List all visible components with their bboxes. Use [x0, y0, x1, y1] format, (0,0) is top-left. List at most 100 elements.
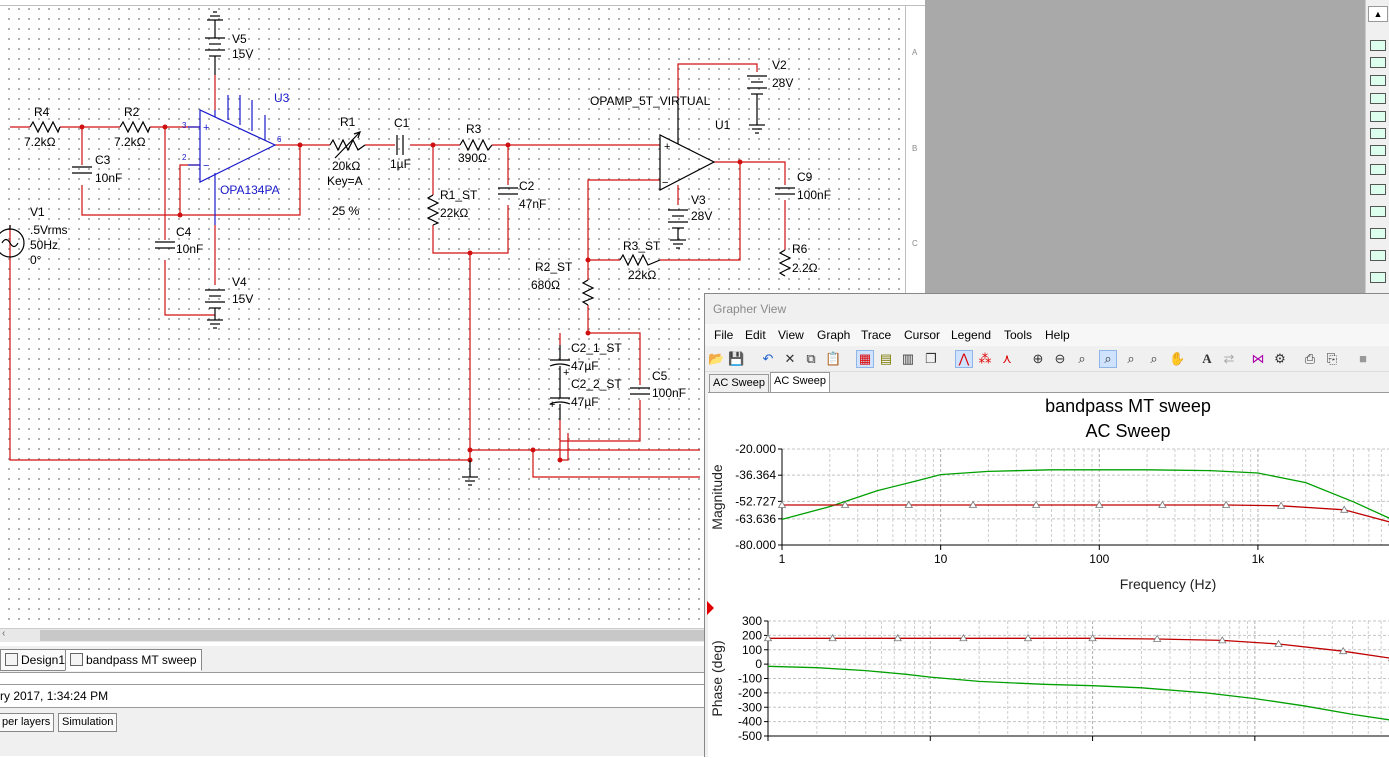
zoom-y-icon[interactable]: ⌕	[1146, 351, 1162, 367]
u1-ref: U1	[715, 118, 731, 132]
border-letter-a: A	[912, 48, 917, 57]
wattmeter-icon[interactable]	[1370, 75, 1386, 86]
four-channel-oscilloscope-icon[interactable]	[1370, 111, 1386, 122]
legend-icon[interactable]: ▤	[878, 351, 894, 367]
spectrum-analyzer-icon[interactable]	[1370, 272, 1386, 283]
iv-analyzer-icon[interactable]	[1370, 228, 1386, 239]
v4-value: 15V	[232, 292, 253, 306]
oscilloscope-icon[interactable]	[1370, 93, 1386, 104]
c3-ref: C3	[95, 153, 111, 167]
show-lines-icon[interactable]: ⋀	[955, 350, 973, 368]
c2-value: 47nF	[519, 197, 546, 211]
resistor-r3st	[620, 255, 660, 265]
menu-trace[interactable]: Trace	[861, 328, 891, 342]
menu-edit[interactable]: Edit	[745, 328, 766, 342]
menu-graph[interactable]: Graph	[817, 328, 850, 342]
horizontal-scrollbar[interactable]: ‹	[0, 628, 705, 642]
sheet-top-border	[0, 5, 925, 6]
series-line	[768, 638, 1389, 658]
copy-icon[interactable]: ⧉	[803, 351, 819, 367]
c4-ref: C4	[176, 225, 192, 239]
export-icon[interactable]: ⇄	[1221, 351, 1237, 367]
tab-design1[interactable]: Design1	[0, 649, 70, 671]
y-tick-label: -100	[738, 672, 762, 686]
properties-icon[interactable]: ⚙	[1272, 351, 1288, 367]
print-preview-icon[interactable]: ⎘	[1324, 351, 1340, 367]
grid-icon[interactable]: ▦	[856, 350, 874, 368]
instruments-toolbar: ▲	[1365, 0, 1389, 295]
r3st-ref: R3_ST	[623, 239, 661, 253]
scroll-up-icon[interactable]: ▲	[1368, 6, 1388, 22]
v3-ref: V3	[691, 193, 706, 207]
svg-text:+: +	[563, 367, 569, 379]
tab-ac-sweep-1[interactable]: AC Sweep	[709, 374, 769, 393]
y-tick-label: 300	[742, 614, 762, 628]
multimeter-icon[interactable]	[1370, 40, 1386, 51]
scrollbar-thumb[interactable]	[40, 630, 705, 641]
status-line: ry 2017, 1:34:24 PM	[0, 684, 705, 708]
y-tick-label: -500	[738, 729, 762, 743]
v2-value: 28V	[772, 76, 793, 90]
u3-ref: U3	[274, 91, 290, 105]
save-icon[interactable]: 💾	[728, 351, 744, 367]
y-tick-label: -36.364	[735, 468, 776, 482]
y-tick-label: -52.727	[735, 494, 776, 508]
menu-help[interactable]: Help	[1045, 328, 1070, 342]
function-generator-icon[interactable]	[1370, 57, 1386, 68]
v4-ref: V4	[232, 275, 247, 289]
resistor-r2	[120, 122, 150, 132]
x-tick-label: 1	[779, 552, 786, 566]
zoom-out-icon[interactable]: ⊖	[1052, 351, 1068, 367]
text-label-icon[interactable]: A	[1199, 351, 1215, 367]
menu-legend[interactable]: Legend	[951, 328, 991, 342]
scroll-left-icon[interactable]: ‹	[2, 628, 5, 639]
cursors-icon[interactable]: ▥	[900, 351, 916, 367]
svg-text:−: −	[203, 160, 209, 172]
cut-icon[interactable]: ✕	[782, 351, 798, 367]
r1-value: 20kΩ	[332, 159, 360, 173]
pan-icon[interactable]: ✋	[1169, 351, 1185, 367]
menu-file[interactable]: File	[714, 328, 733, 342]
add-trace-icon[interactable]: ⋈	[1250, 351, 1266, 367]
distortion-analyzer-icon[interactable]	[1370, 250, 1386, 261]
zoom-full-icon[interactable]: ⌕	[1099, 350, 1117, 368]
y-tick-label: -63.636	[735, 512, 776, 526]
y-tick-label: -80.000	[735, 538, 776, 552]
series-line	[782, 505, 1389, 523]
word-generator-icon[interactable]	[1370, 164, 1386, 175]
zoom-in-icon[interactable]: ⊕	[1030, 351, 1046, 367]
logic-analyzer-icon[interactable]	[1370, 206, 1386, 217]
stop-icon[interactable]: ■	[1355, 351, 1371, 367]
tab-label: per layers	[2, 716, 50, 728]
show-markers-icon[interactable]: ⁂	[977, 351, 993, 367]
logic-converter-icon[interactable]	[1370, 184, 1386, 195]
resistor-r1st	[428, 195, 438, 225]
frequency-counter-icon[interactable]	[1370, 145, 1386, 156]
tab-bandpass-mt-sweep[interactable]: bandpass MT sweep	[65, 649, 202, 671]
menu-cursor[interactable]: Cursor	[904, 328, 940, 342]
overlay-icon[interactable]: ❐	[923, 351, 939, 367]
show-lines-markers-icon[interactable]: ⋏	[999, 351, 1015, 367]
design-tabbar: Design1 bandpass MT sweep	[0, 646, 705, 673]
print-icon[interactable]: ⎙	[1302, 351, 1318, 367]
tab-label: Simulation	[62, 716, 113, 728]
undo-icon[interactable]: ↶	[760, 351, 776, 367]
menu-view[interactable]: View	[778, 328, 804, 342]
zoom-area-icon[interactable]: ⌕	[1074, 351, 1090, 367]
y-tick-label: 0	[755, 657, 762, 671]
tab-ac-sweep-2[interactable]: AC Sweep	[770, 372, 830, 393]
schematic-icon	[5, 653, 18, 666]
menu-tools[interactable]: Tools	[1004, 328, 1032, 342]
svg-text:+: +	[203, 122, 209, 134]
paste-icon[interactable]: 📋	[825, 351, 841, 367]
zoom-x-icon[interactable]: ⌕	[1123, 351, 1139, 367]
y-tick-label: -20.000	[735, 442, 776, 456]
series-line	[782, 470, 1389, 520]
v3-value: 28V	[691, 209, 712, 223]
tab-simulation[interactable]: Simulation	[58, 713, 117, 732]
bode-plotter-icon[interactable]	[1370, 128, 1386, 139]
open-icon[interactable]: 📂	[708, 351, 724, 367]
tab-copper-layers[interactable]: per layers	[0, 713, 54, 732]
